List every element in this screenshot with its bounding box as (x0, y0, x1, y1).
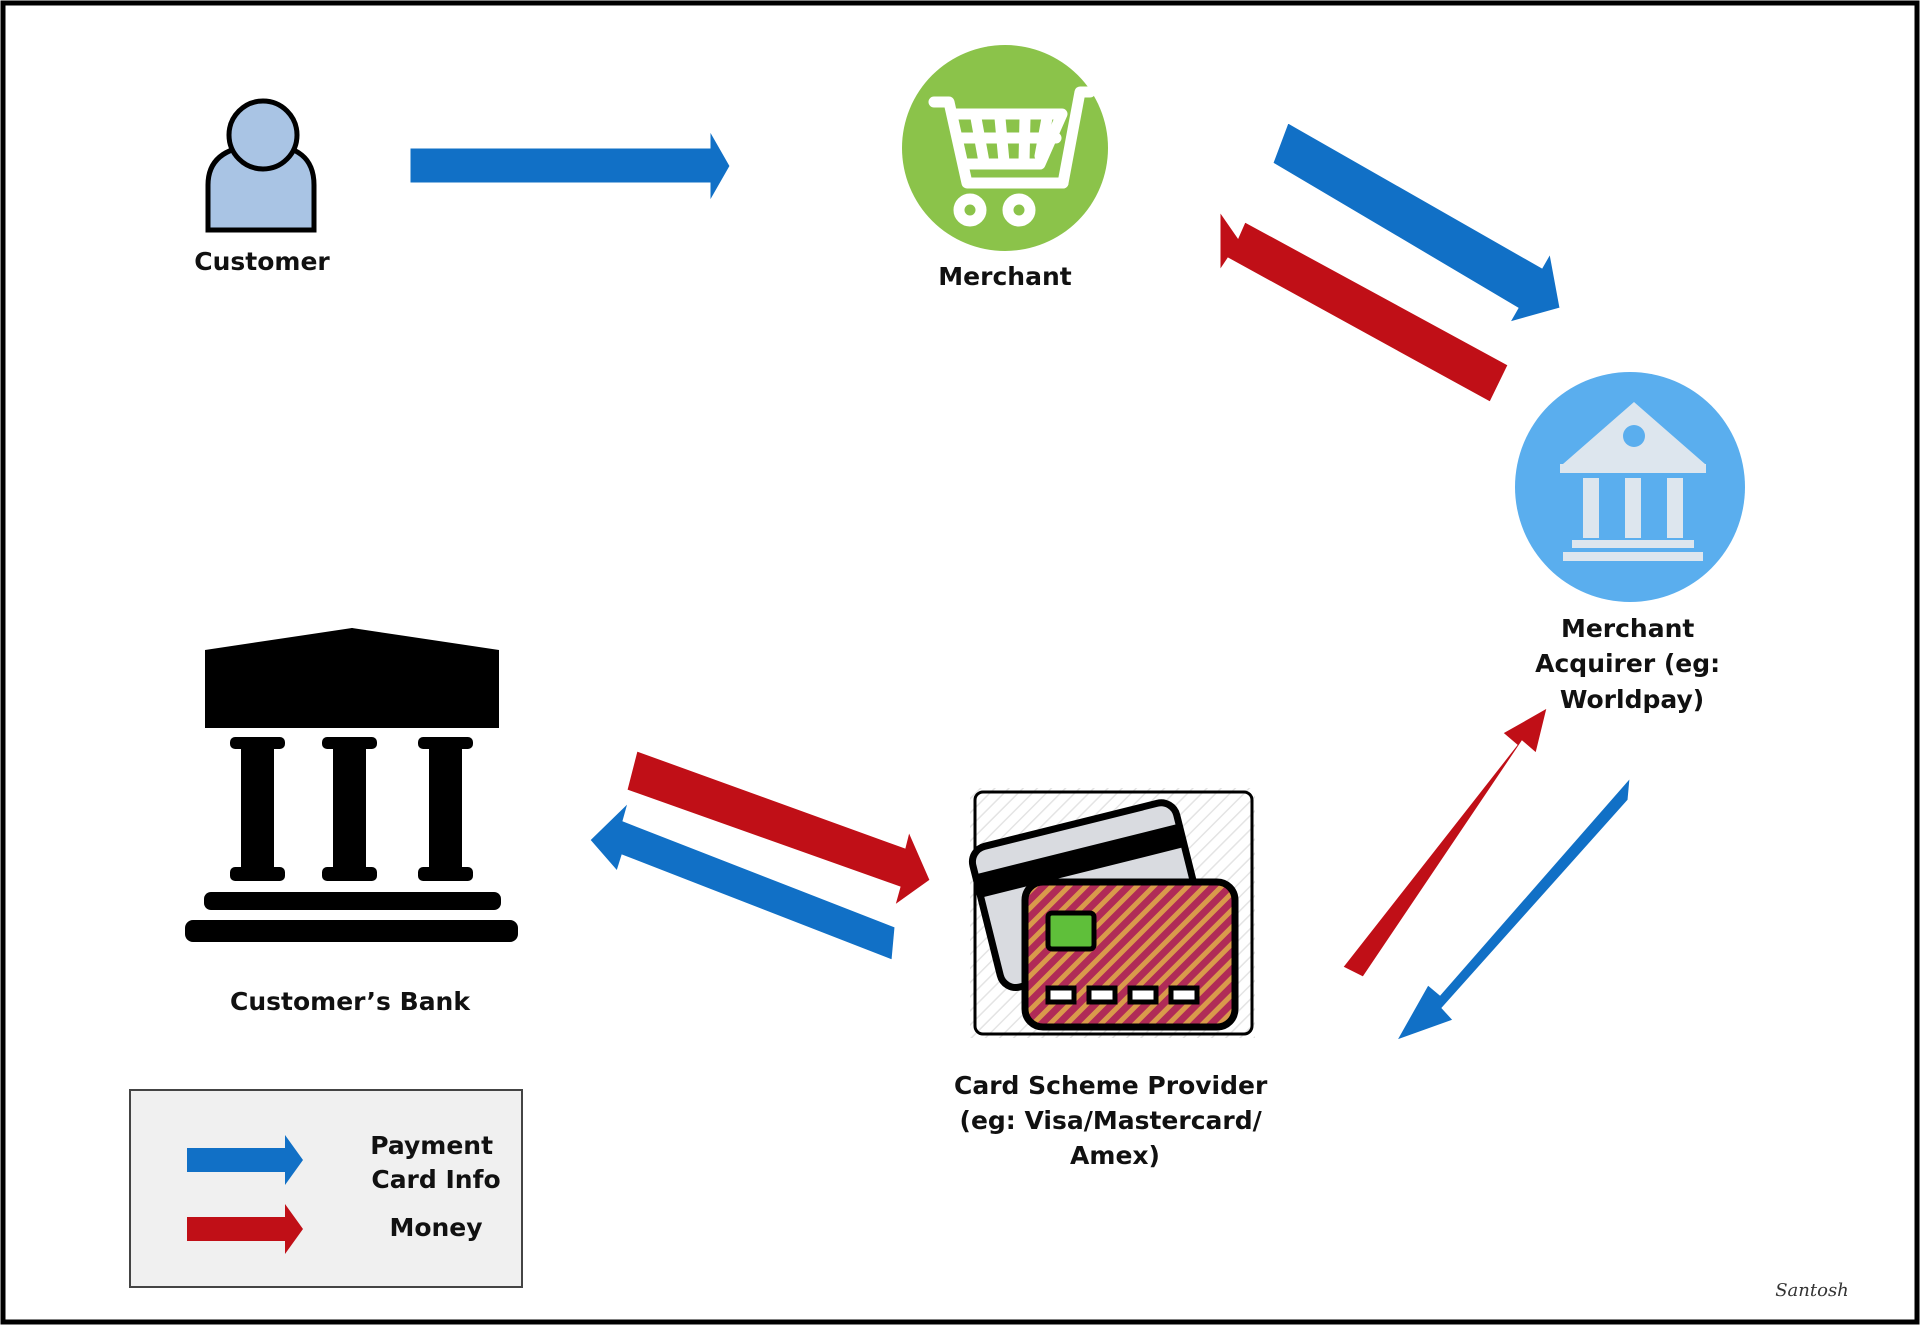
arrow-card-scheme-to-bank (589, 801, 896, 961)
legend-box (129, 1089, 523, 1288)
legend-money-arrow (187, 1204, 303, 1254)
legend-money-label: Money (389, 1213, 482, 1242)
arrow-card-scheme-to-acquirer (1342, 706, 1548, 978)
customer-node: Customer (194, 98, 330, 276)
person-icon (205, 98, 317, 233)
acquirer-label: Merchant Acquirer (eg: Worldpay) (1535, 614, 1729, 714)
shopping-cart-icon (928, 86, 1096, 227)
acquirer-icon-dot (1623, 425, 1645, 447)
arrow-customer-to-merchant (409, 129, 731, 203)
merchant-label: Merchant (938, 262, 1071, 291)
arrow-acquirer-to-merchant (1219, 210, 1509, 403)
flow-arrows (409, 122, 1631, 1041)
legend: Payment Card Info Money (129, 1089, 523, 1288)
legend-payment-card-info-label: Payment Card Info (370, 1131, 502, 1194)
customer-label: Customer (194, 247, 330, 276)
customers-bank-node: Customer’s Bank (185, 628, 518, 1016)
arrow-merchant-to-acquirer (1272, 122, 1561, 323)
arrow-bank-to-card-scheme (626, 750, 931, 907)
arrow-acquirer-to-card-scheme (1395, 776, 1631, 1041)
legend-payment-card-info-arrow (187, 1135, 303, 1185)
credit-card-icon (968, 799, 1239, 1031)
bank-columns-icon (185, 628, 518, 942)
card-scheme-label: Card Scheme Provider (eg: Visa/Mastercar… (954, 1071, 1276, 1170)
customers-bank-label: Customer’s Bank (230, 987, 471, 1016)
merchant-node: Merchant (902, 45, 1108, 291)
card-scheme-node: Card Scheme Provider (eg: Visa/Mastercar… (954, 788, 1276, 1170)
acquirer-node: Merchant Acquirer (eg: Worldpay) (1515, 372, 1745, 714)
signature: Santosh (1775, 1280, 1849, 1301)
